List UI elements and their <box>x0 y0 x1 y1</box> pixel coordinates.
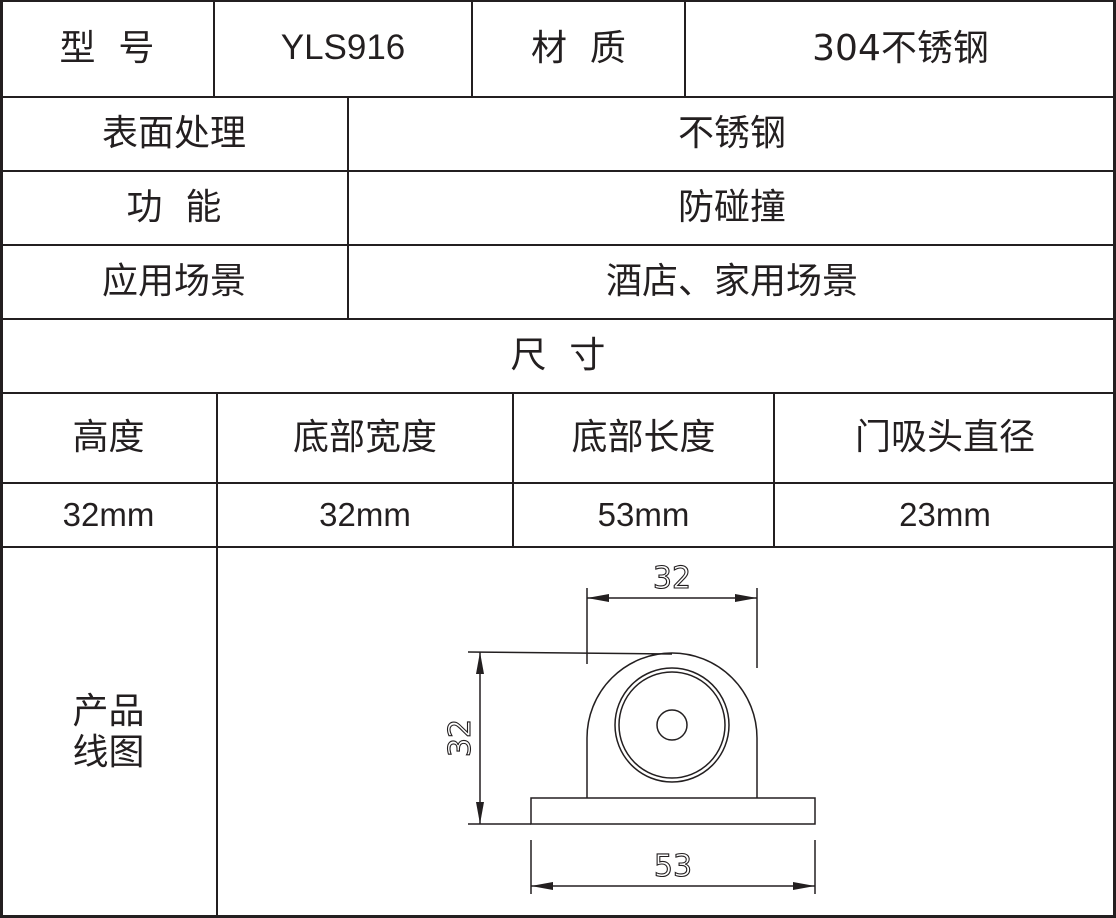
surface-value: 不锈钢 <box>677 113 786 155</box>
row-divider <box>0 392 1116 394</box>
row-divider <box>0 482 1116 484</box>
product-line-drawing: 32 32 53 <box>442 560 816 894</box>
table-border-bottom <box>0 915 1116 918</box>
stopper-body <box>586 652 758 798</box>
drawing-label-line1: 产品 <box>72 690 145 732</box>
usage-label: 应用场景 <box>101 261 246 303</box>
row-divider <box>0 96 1116 98</box>
drawing-label: 产品 线图 <box>0 547 217 917</box>
material-value: 304不锈钢 <box>812 27 989 69</box>
col-divider <box>773 392 775 548</box>
dim-text-top: 32 <box>653 561 691 596</box>
stopper-head-inner <box>618 671 726 779</box>
table-border-top <box>0 0 1116 2</box>
col-divider <box>684 0 686 98</box>
size-header: 尺 寸 <box>510 335 606 377</box>
surface-label: 表面处理 <box>101 113 246 155</box>
dim-header-base-width: 底部宽度 <box>292 417 437 459</box>
dim-text-bottom: 53 <box>654 849 692 884</box>
function-value: 防碰撞 <box>677 187 786 229</box>
col-divider <box>213 0 215 98</box>
stopper-hole <box>656 709 688 741</box>
usage-value: 酒店、家用场景 <box>605 261 858 303</box>
dim-value-stopper-diameter: 23mm <box>899 496 991 534</box>
material-label: 材 质 <box>531 27 626 69</box>
row-divider <box>0 546 1116 548</box>
dim-text-left: 32 <box>443 719 478 757</box>
dim-header-stopper-diameter: 门吸头直径 <box>854 417 1035 459</box>
dim-value-base-length: 53mm <box>597 496 690 534</box>
function-label: 功 能 <box>126 187 222 229</box>
row-divider <box>0 318 1116 320</box>
dim-header-base-length: 底部长度 <box>571 417 716 459</box>
row-divider <box>0 244 1116 246</box>
model-label: 型 号 <box>59 27 155 69</box>
stopper-base <box>530 797 816 825</box>
table-border-right <box>1113 0 1116 918</box>
dim-value-base-width: 32mm <box>319 496 411 534</box>
col-divider <box>347 96 349 320</box>
table-border-left <box>0 0 3 918</box>
dim-value-height: 32mm <box>62 496 155 534</box>
stopper-head-outer <box>614 667 730 783</box>
drawing-label-line2: 线图 <box>72 732 145 773</box>
model-value: YLS916 <box>280 28 406 68</box>
dim-header-height: 高度 <box>72 417 145 459</box>
col-divider <box>471 0 473 98</box>
col-divider <box>512 392 514 548</box>
row-divider <box>0 170 1116 172</box>
col-divider <box>216 392 218 918</box>
